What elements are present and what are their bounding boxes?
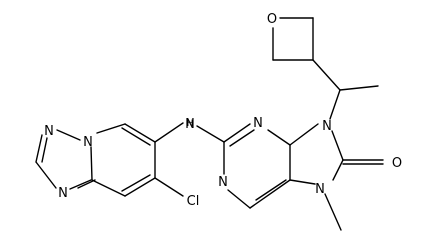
atom-imidazole-n9: N bbox=[322, 119, 332, 134]
atom-linker-n: N bbox=[185, 117, 195, 132]
bond-lines bbox=[35, 17, 384, 231]
atom-oxetane-o: O bbox=[267, 12, 277, 27]
atom-labels: O N O N N N N H Cl N N N bbox=[44, 12, 402, 209]
atom-chlorine: Cl bbox=[187, 194, 200, 209]
atom-triazole-n3: N bbox=[58, 186, 68, 201]
atom-pyrimidine-n3: N bbox=[253, 116, 263, 131]
atom-pyrimidine-n1: N bbox=[218, 175, 228, 190]
atom-triazole-n1: N bbox=[44, 124, 54, 139]
atom-carbonyl-o: O bbox=[392, 156, 402, 171]
atom-bridgehead-n: N bbox=[83, 135, 93, 150]
atom-imidazole-n7: N bbox=[315, 182, 325, 197]
atom-linker-h: H bbox=[187, 119, 194, 129]
